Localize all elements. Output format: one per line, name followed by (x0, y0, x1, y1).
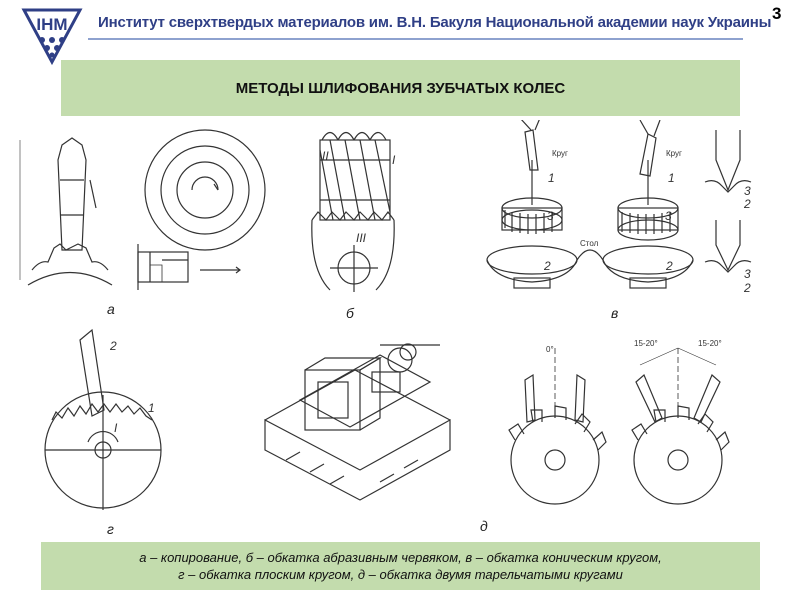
mark-1-flat: 1 (148, 401, 155, 415)
figure-v-conical-wheel (486, 120, 752, 289)
logo-text: IHM (36, 15, 67, 34)
figure-label-a: а (107, 301, 115, 317)
figure-a-copy-grinding (19, 129, 266, 290)
caption-bar: а – копирование, б – обкатка абразивным … (41, 542, 760, 590)
caption-line-2: г – обкатка плоским кругом, д – обкатка … (178, 567, 623, 582)
gear-grinding-diagrams: Круг Круг Стол 0° 15-20° 15-20° 1 1 3 3 … (19, 120, 752, 510)
mark-3-profile-top: 3 (744, 184, 751, 198)
mark-roman-2: II (322, 149, 329, 163)
figure-g-flat-wheel (44, 328, 162, 510)
figure-machine-isometric (264, 343, 451, 501)
slide-title: МЕТОДЫ ШЛИФОВАНИЯ ЗУБЧАТЫХ КОЛЕС (235, 79, 566, 97)
mark-3-left: 3 (547, 209, 554, 223)
figure-label-g: г (107, 521, 114, 537)
label-stol: Стол (580, 239, 599, 248)
mark-2-profile-bottom: 2 (743, 281, 751, 295)
mark-2-right: 2 (665, 259, 673, 273)
mark-1-left: 1 (548, 171, 555, 185)
mark-roman-1-flat: I (114, 421, 118, 435)
figure-label-v: в (611, 305, 619, 321)
label-krug-right: Круг (666, 149, 682, 158)
caption-line-1: а – копирование, б – обкатка абразивным … (139, 550, 662, 565)
page-number: 3 (772, 4, 782, 23)
mark-3-right: 3 (665, 209, 672, 223)
mark-roman-1-worm: I (392, 153, 396, 167)
figure-label-d: д (480, 518, 488, 534)
label-krug-left: Круг (552, 149, 568, 158)
institute-name: Институт сверхтвердых материалов им. В.Н… (98, 14, 772, 31)
mark-2-profile-top: 2 (743, 197, 751, 211)
institute-logo: IHM (20, 4, 84, 66)
figure-label-b: б (346, 305, 354, 321)
label-angle-range-right: 15-20° (698, 339, 722, 348)
mark-3-profile-bottom: 3 (744, 267, 751, 281)
mark-2-flat: 2 (109, 339, 117, 353)
title-bar: МЕТОДЫ ШЛИФОВАНИЯ ЗУБЧАТЫХ КОЛЕС (61, 60, 740, 116)
mark-2-left: 2 (543, 259, 551, 273)
mark-1-right: 1 (668, 171, 675, 185)
figure-d-dish-wheels (508, 347, 730, 505)
header-divider (88, 38, 743, 40)
figure-b-abrasive-worm (311, 131, 395, 292)
label-angle-range-left: 15-20° (634, 339, 658, 348)
label-angle-zero: 0° (546, 345, 554, 354)
mark-roman-3: III (356, 231, 367, 245)
